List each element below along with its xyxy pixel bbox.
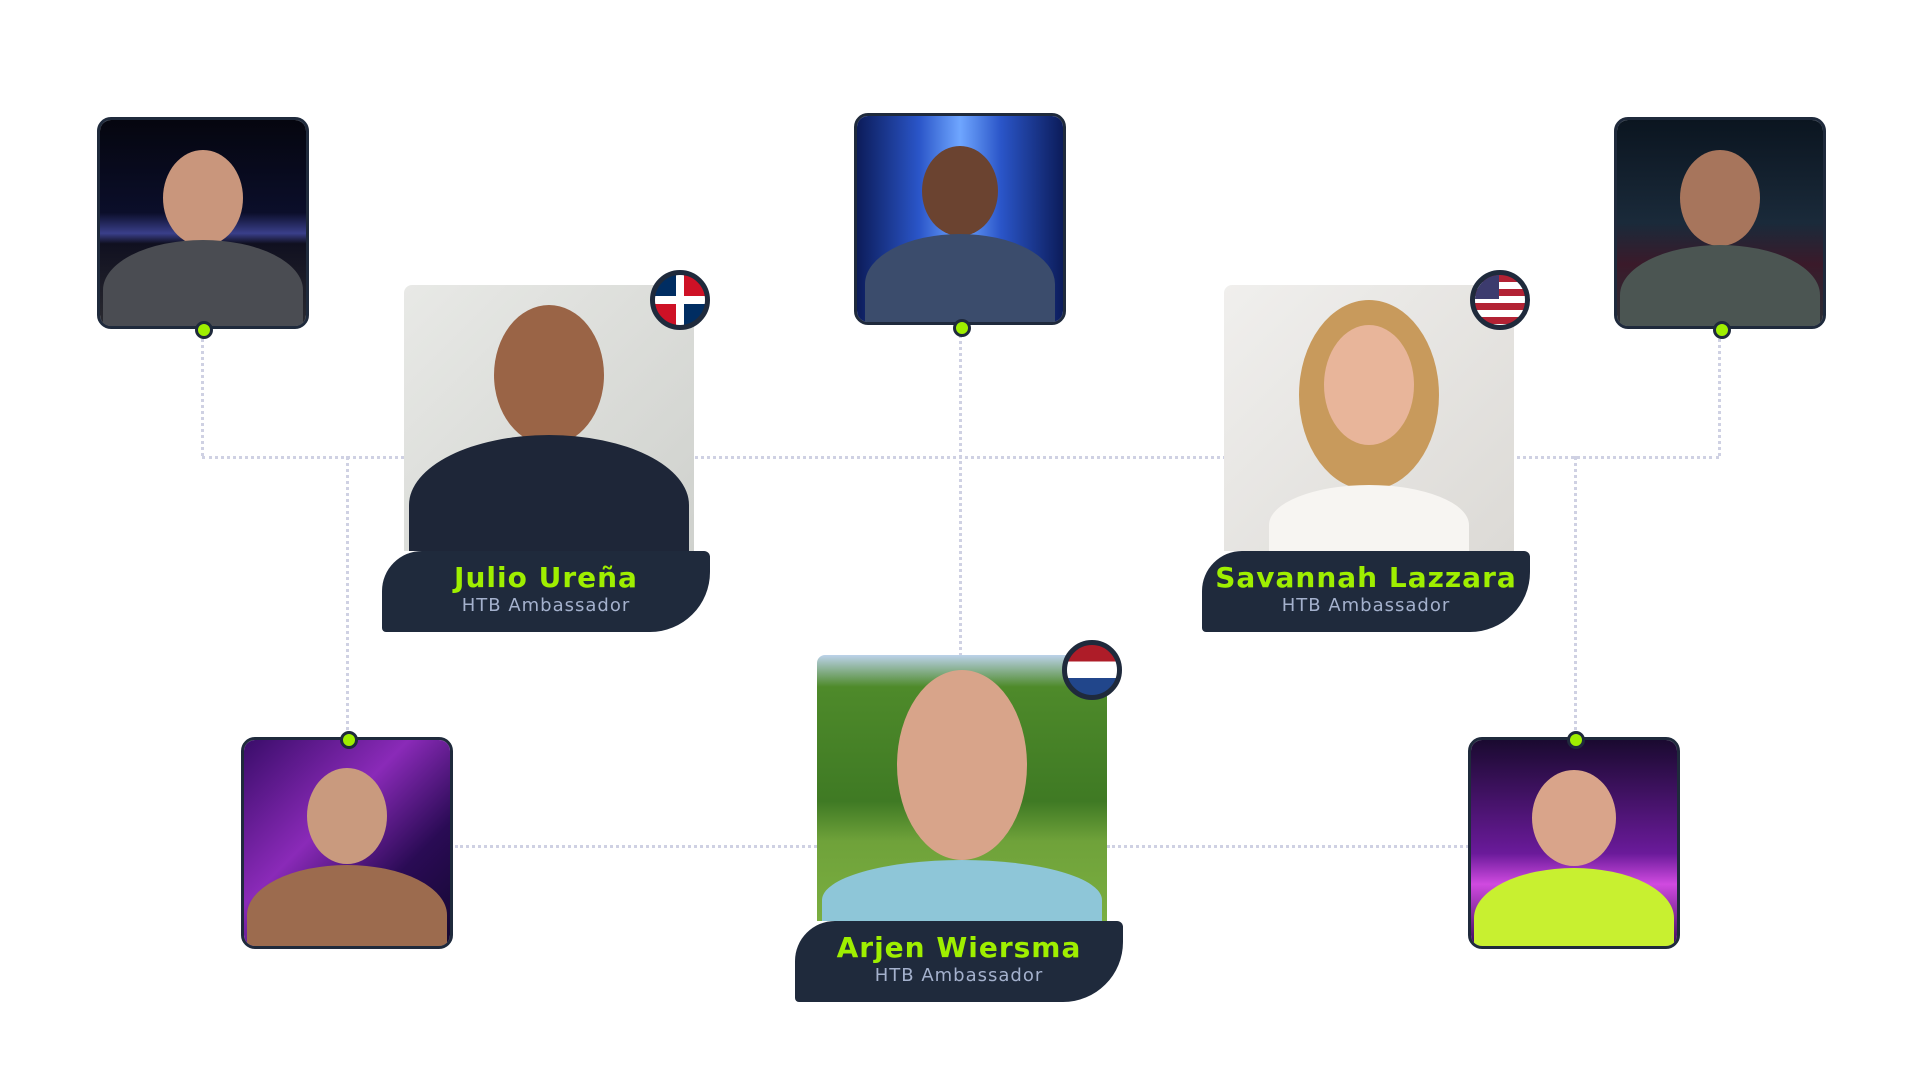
connector-line [1574, 456, 1577, 738]
ambassador-name: Savannah Lazzara [1215, 561, 1517, 594]
ambassador-label: Arjen Wiersma HTB Ambassador [795, 921, 1123, 1002]
ambassador-photo [817, 655, 1107, 921]
member-photo [241, 737, 453, 949]
connector-node [1567, 731, 1585, 749]
netherlands-flag-icon [1062, 640, 1122, 700]
connector-line [1107, 845, 1469, 848]
ambassador-name: Julio Ureña [454, 561, 638, 594]
ambassador-name: Arjen Wiersma [836, 931, 1082, 964]
ambassador-label: Julio Ureña HTB Ambassador [382, 551, 710, 632]
connector-line [346, 456, 349, 738]
member-photo [1468, 737, 1680, 949]
connector-line [455, 845, 817, 848]
connector-line [1718, 328, 1721, 456]
ambassador-photo [404, 285, 694, 551]
connector-node [953, 319, 971, 337]
ambassador-role: HTB Ambassador [1281, 595, 1451, 616]
connector-node [1713, 321, 1731, 339]
connector-node [195, 321, 213, 339]
ambassador-role: HTB Ambassador [461, 595, 631, 616]
ambassador-label: Savannah Lazzara HTB Ambassador [1202, 551, 1530, 632]
connector-line [201, 328, 204, 456]
usa-flag-icon [1470, 270, 1530, 330]
member-photo [854, 113, 1066, 325]
dominican-republic-flag-icon [650, 270, 710, 330]
member-photo [97, 117, 309, 329]
connector-line [959, 328, 962, 656]
ambassador-photo [1224, 285, 1514, 551]
member-photo [1614, 117, 1826, 329]
ambassador-role: HTB Ambassador [874, 965, 1044, 986]
connector-node [340, 731, 358, 749]
